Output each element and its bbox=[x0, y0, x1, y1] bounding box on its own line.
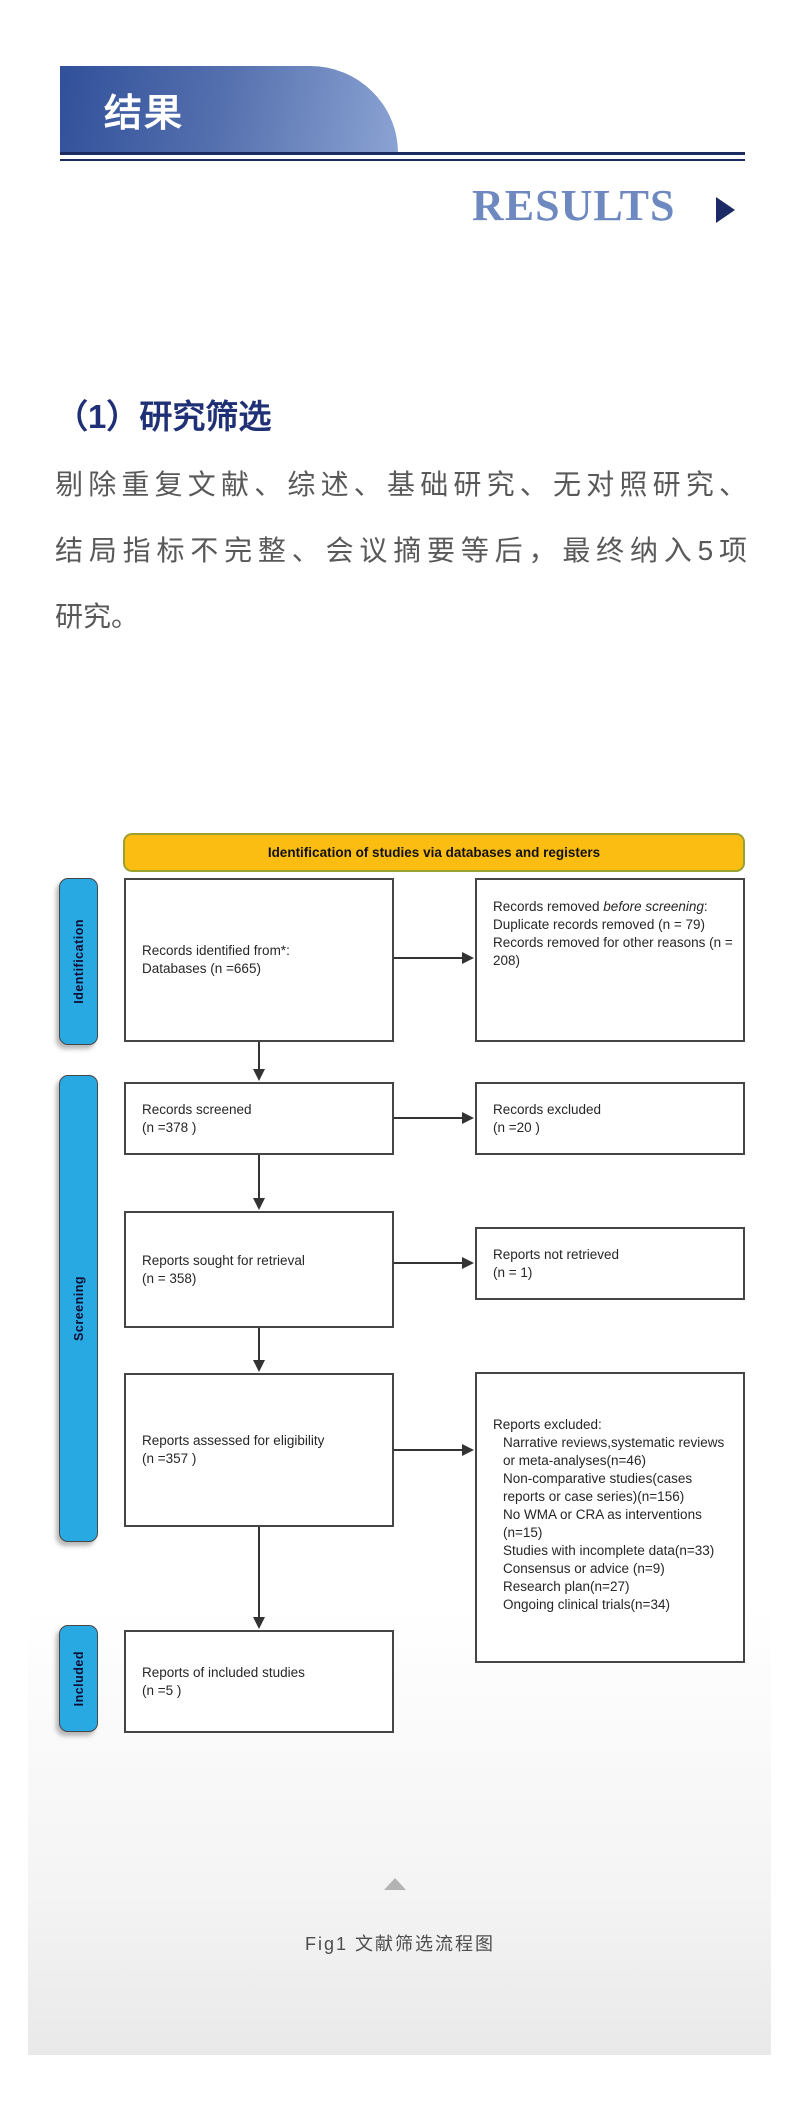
stage-label: Screening bbox=[71, 1276, 86, 1341]
box-reports-sought: Reports sought for retrieval (n = 358) bbox=[124, 1211, 394, 1328]
box-text: No WMA or CRA as interventions (n=15) bbox=[503, 1507, 702, 1540]
flow-arrow-right-2 bbox=[394, 1112, 474, 1124]
paragraph-line: 剔除重复文献、综述、基础研究、无对照研究、 bbox=[55, 469, 747, 500]
box-text: Reports sought for retrieval bbox=[142, 1252, 305, 1268]
flow-arrow-down-2 bbox=[253, 1155, 265, 1210]
figure-caption: Fig1 文献筛选流程图 bbox=[304, 1934, 496, 1954]
stage-included: Included bbox=[59, 1625, 98, 1732]
box-reports-not-retrieved: Reports not retrieved (n = 1) bbox=[475, 1227, 745, 1300]
stage-identification: Identification bbox=[59, 878, 98, 1045]
box-text: Duplicate records removed (n = 79) bbox=[493, 917, 705, 932]
box-text: (n =378 ) bbox=[142, 1119, 197, 1135]
box-text: (n = 1) bbox=[493, 1264, 533, 1280]
box-text: Narrative reviews,systematic reviews or … bbox=[503, 1435, 725, 1468]
section-heading: （1）研究筛选 bbox=[55, 398, 272, 435]
box-records-identified: Records identified from*: Databases (n =… bbox=[124, 878, 394, 1042]
box-text: Reports not retrieved bbox=[493, 1246, 620, 1262]
collapse-triangle-icon bbox=[384, 1878, 406, 1890]
box-records-screened: Records screened (n =378 ) bbox=[124, 1082, 394, 1155]
box-text: Consensus or advice (n=9) bbox=[503, 1561, 665, 1576]
arrow-right-icon bbox=[716, 197, 735, 223]
stage-label: Identification bbox=[71, 919, 86, 1004]
box-text: Ongoing clinical trials(n=34) bbox=[503, 1597, 670, 1612]
divider-line-bottom bbox=[60, 159, 745, 161]
box-text: (n =20 ) bbox=[493, 1119, 540, 1135]
box-text: Records removed for other reasons (n = 2… bbox=[493, 935, 733, 968]
stage-screening: Screening bbox=[59, 1075, 98, 1542]
results-banner-cn: 结果 bbox=[60, 66, 398, 153]
box-records-excluded: Records excluded (n =20 ) bbox=[475, 1082, 745, 1155]
paragraph-line: 结局指标不完整、会议摘要等后，最终纳入5项 bbox=[55, 535, 747, 566]
box-text: Research plan(n=27) bbox=[503, 1579, 630, 1594]
box-text: Studies with incomplete data(n=33) bbox=[503, 1543, 715, 1558]
flow-arrow-right-1 bbox=[394, 952, 474, 964]
box-reports-included: Reports of included studies (n =5 ) bbox=[124, 1630, 394, 1733]
paragraph-line: 研究。 bbox=[55, 601, 140, 632]
box-reports-excluded: Reports excluded: Narrative reviews,syst… bbox=[475, 1372, 745, 1663]
banner-title: 结果 bbox=[104, 93, 185, 135]
box-records-removed: Records removed before screening: Duplic… bbox=[475, 878, 745, 1042]
box-text: Databases (n =665) bbox=[142, 961, 261, 976]
box-reports-assessed: Reports assessed for eligibility (n =357… bbox=[124, 1373, 394, 1527]
box-text: Records identified from*: bbox=[142, 943, 290, 958]
box-text: Reports of included studies bbox=[142, 1664, 305, 1680]
results-heading-en: RESULTS bbox=[472, 181, 676, 230]
box-text: Non-comparative studies(cases reports or… bbox=[503, 1471, 693, 1504]
body-paragraph: 剔除重复文献、综述、基础研究、无对照研究、 结局指标不完整、会议摘要等后，最终纳… bbox=[55, 452, 747, 650]
stage-label: Included bbox=[71, 1650, 86, 1707]
box-text: (n =5 ) bbox=[142, 1682, 182, 1698]
divider-line-top bbox=[60, 152, 745, 155]
diagram-title-banner: Identification of studies via databases … bbox=[123, 833, 745, 872]
box-text: Records excluded bbox=[493, 1101, 602, 1117]
box-text: Reports assessed for eligibility bbox=[142, 1433, 325, 1448]
flow-arrow-right-3 bbox=[394, 1257, 474, 1269]
box-text: Records screened bbox=[142, 1101, 252, 1117]
box-text: Reports excluded: bbox=[493, 1417, 602, 1432]
flow-arrow-down-3 bbox=[253, 1328, 265, 1372]
flow-arrow-down-1 bbox=[253, 1042, 265, 1081]
box-text: (n =357 ) bbox=[142, 1451, 197, 1466]
flow-arrow-right-4 bbox=[394, 1444, 474, 1456]
box-text: (n = 358) bbox=[142, 1270, 197, 1286]
box-text: Records removed before screening: bbox=[493, 899, 708, 914]
flow-arrow-down-4 bbox=[253, 1527, 265, 1629]
